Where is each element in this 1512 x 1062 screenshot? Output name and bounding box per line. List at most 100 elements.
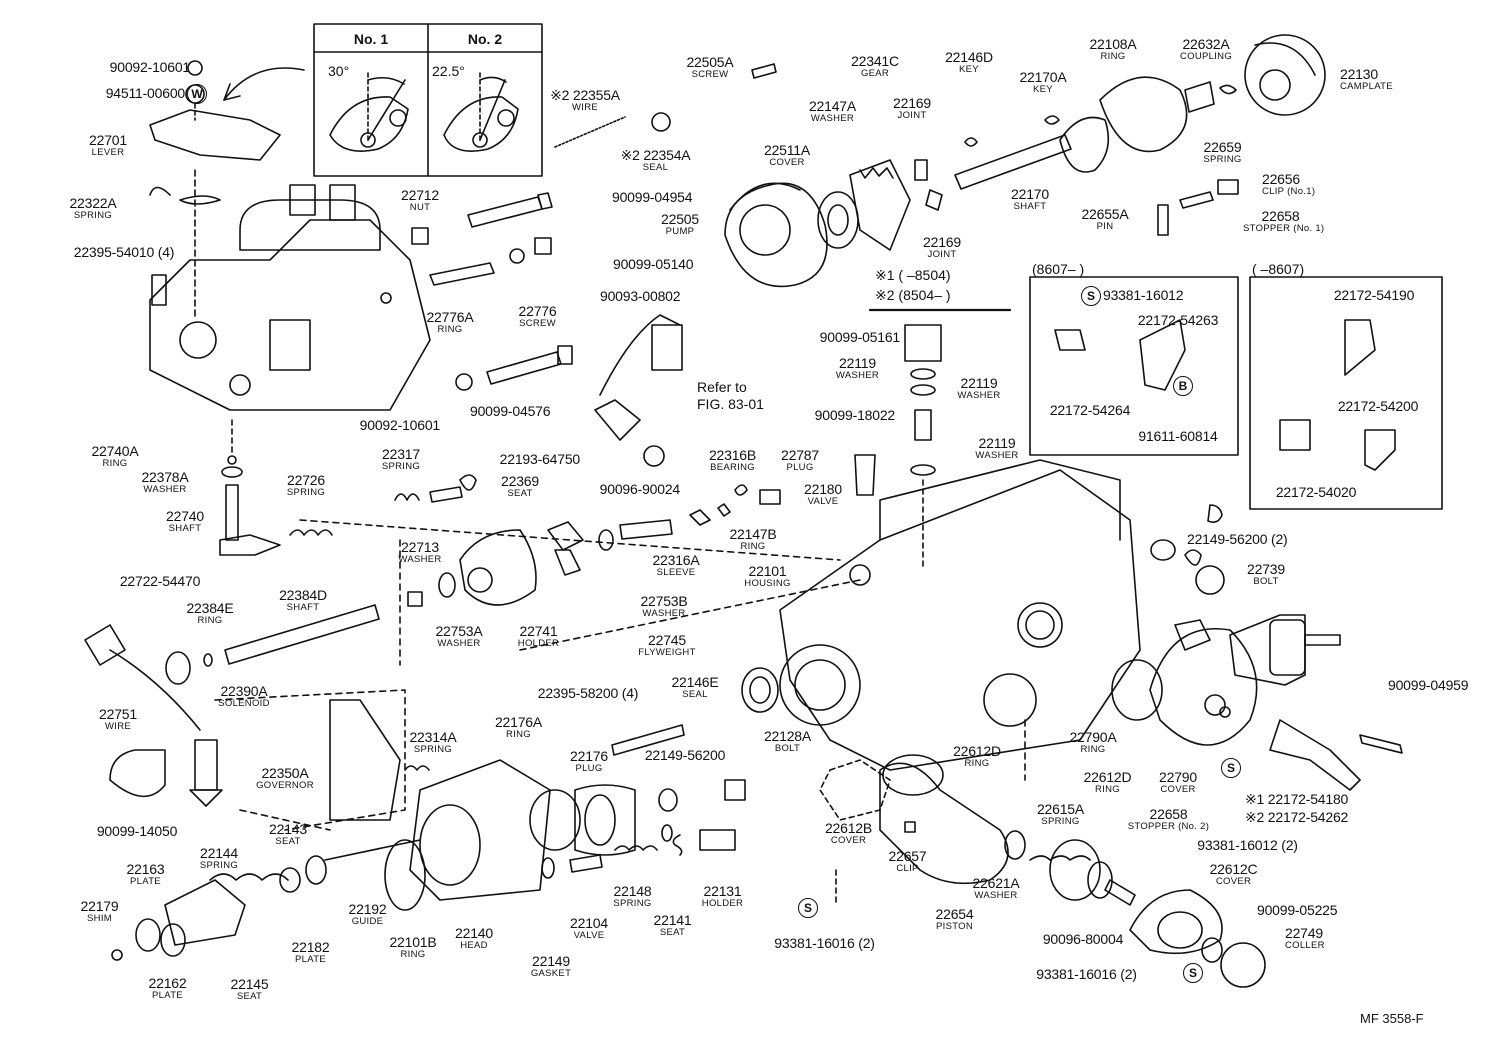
part-callout[interactable]: 22149-56200 (2): [1187, 531, 1288, 547]
part-callout[interactable]: 93381-16012: [1103, 287, 1184, 303]
part-callout[interactable]: 90092-10601: [109, 59, 191, 75]
part-callout[interactable]: 90099-05140: [613, 256, 694, 272]
part-callout[interactable]: 90099-14050: [96, 823, 178, 839]
part-callout[interactable]: 22172-54263: [1137, 312, 1219, 328]
part-callout[interactable]: 22149-56200: [644, 747, 726, 763]
part-callout[interactable]: 22722-54470: [119, 573, 201, 589]
part-callout[interactable]: 93381-16012 (2): [1197, 837, 1298, 853]
part-callout[interactable]: 90099-04954: [612, 189, 693, 205]
part-callout[interactable]: 90099-05161: [819, 329, 901, 345]
part-callout[interactable]: 22172-54200: [1337, 398, 1419, 414]
part-callout[interactable]: 22395-54010 (4): [73, 244, 175, 260]
part-callout[interactable]: 90099-05225: [1257, 902, 1338, 918]
part-callout[interactable]: 90096-80004: [1042, 931, 1124, 947]
part-callout[interactable]: 91611-60814: [1138, 428, 1218, 444]
part-callout[interactable]: 93381-16016 (2): [1036, 966, 1137, 982]
part-callout[interactable]: 22172-54264: [1049, 402, 1131, 418]
part-callout[interactable]: ※2 22172-54262: [1245, 809, 1349, 825]
part-callout[interactable]: 22193-64750: [499, 451, 581, 467]
part-callout[interactable]: 90099-04959: [1388, 677, 1469, 693]
part-callout[interactable]: 90092-10601: [359, 417, 441, 433]
part-callout[interactable]: 90093-00802: [600, 288, 681, 304]
part-callout[interactable]: 22172-54020: [1275, 484, 1357, 500]
part-callout[interactable]: 90099-18022: [814, 407, 896, 423]
part-callout[interactable]: 93381-16016 (2): [774, 935, 875, 951]
part-callout[interactable]: 90099-04576: [470, 403, 551, 419]
part-callout[interactable]: 94511-00600: [105, 85, 185, 101]
part-callout[interactable]: ※1 22172-54180: [1245, 791, 1349, 807]
part-callout[interactable]: 90096-90024: [599, 481, 681, 497]
